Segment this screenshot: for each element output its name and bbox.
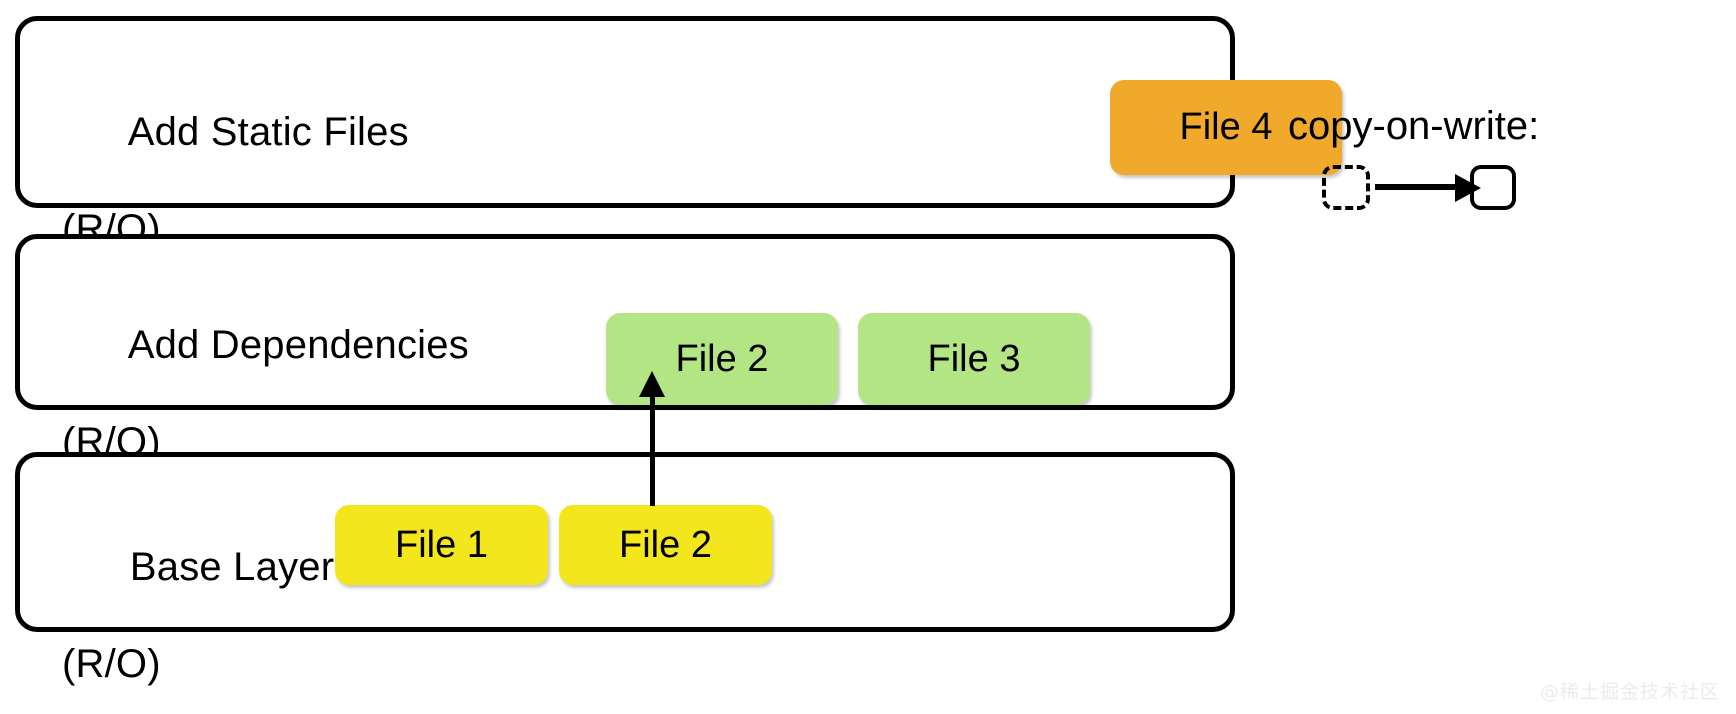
legend-dashed-square-icon [1322,165,1370,210]
file-chip-file-3[interactable]: File 3 [858,313,1090,405]
file-chip-file-4[interactable]: File 4 [1110,80,1342,175]
legend-solid-square-icon [1470,165,1516,210]
layer-base-layer-mode: (R/O) [62,642,161,687]
layer-add-static-files-title: Add Static Files [127,109,409,154]
file-chip-file-2-base[interactable]: File 2 [559,505,772,585]
layer-base-layer-title: Base Layer [129,544,335,589]
legend-title: copy-on-write: [1288,104,1540,148]
watermark: @稀土掘金技术社区 [1539,681,1720,703]
cow-arrow-head-icon [639,371,665,397]
file-chip-file-3-label: File 3 [927,337,1021,380]
file-chip-file-1[interactable]: File 1 [335,505,548,585]
file-chip-file-1-label: File 1 [395,523,488,566]
layer-add-dependencies-title: Add Dependencies [127,322,469,367]
legend-arrow-shaft [1375,184,1457,190]
legend-arrow-head-icon [1455,174,1481,202]
file-chip-file-2-base-label: File 2 [619,523,712,566]
layer-add-static-files[interactable]: Add Static Files (R/O) [15,16,1235,251]
cow-arrow-shaft [650,396,655,506]
layer-base-layer-label: Base Layer (R/O) [62,494,334,714]
file-chip-file-2-dependencies-label: File 2 [675,337,769,380]
layer-add-static-files-label: Add Static Files (R/O) [62,59,409,352]
file-chip-file-4-label: File 4 [1179,106,1273,148]
